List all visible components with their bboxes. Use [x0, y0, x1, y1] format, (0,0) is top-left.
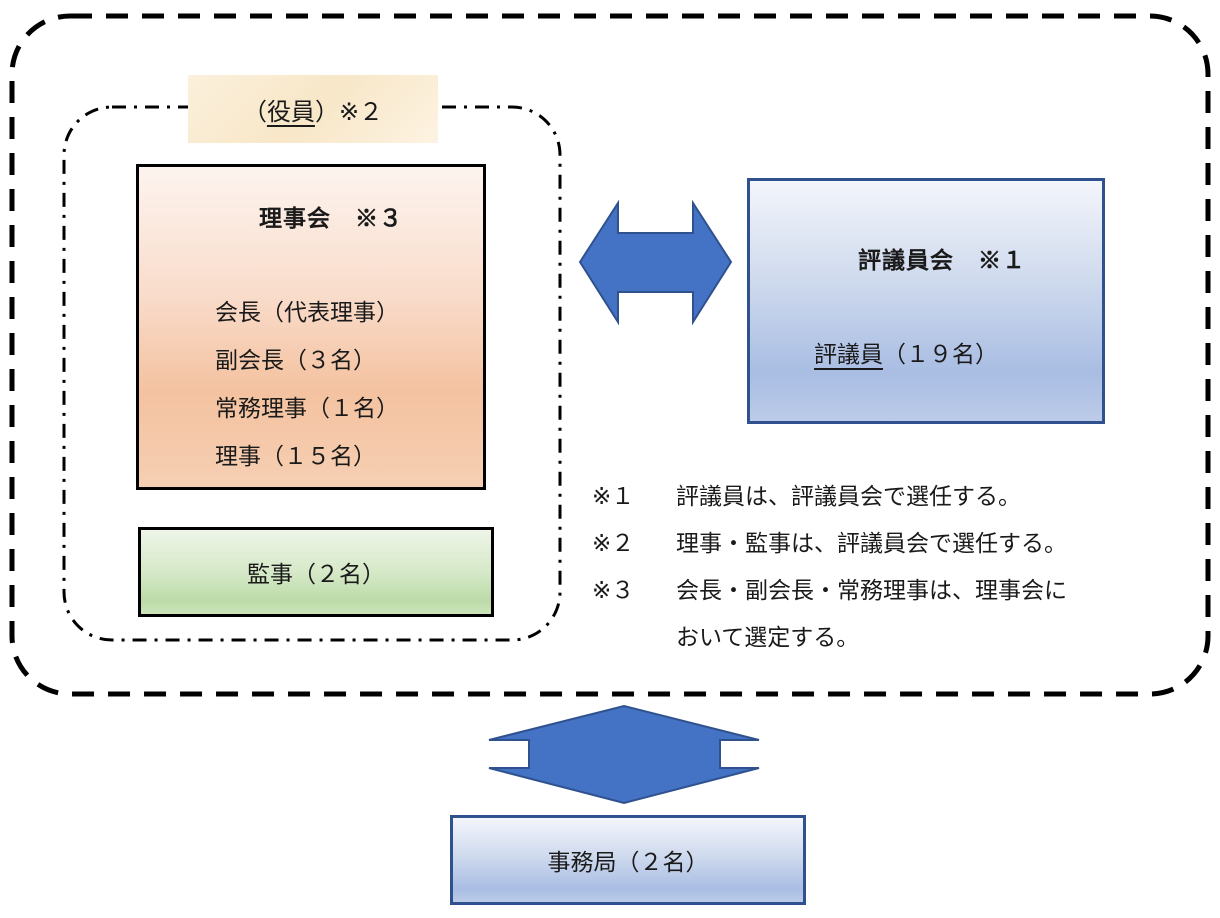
- note-1: ※１ 評議員は、評議員会で選任する。: [592, 474, 1067, 521]
- organization-secretariat-double-arrow: [488, 704, 760, 805]
- secretariat-box: 事務局（２名）: [450, 815, 806, 905]
- officers-label-open: （: [242, 97, 267, 126]
- council-members: 評議員（１９名）: [814, 335, 998, 369]
- officers-label-text: 役員: [266, 97, 315, 126]
- board-council-double-arrow: [578, 199, 733, 326]
- notes-section: ※１ 評議員は、評議員会で選任する。 ※２ 理事・監事は、評議員会で選任する。 …: [592, 474, 1067, 662]
- auditors-label: 監事（２名）: [247, 562, 385, 588]
- officers-group-label: （役員）※２: [188, 75, 438, 143]
- officers-label-ref: ※２: [338, 97, 384, 126]
- officers-label-close: ）: [314, 97, 339, 126]
- board-member-vice-chair: 副会長（３名）: [215, 348, 376, 374]
- board-of-directors-box: 理事会 ※３ 会長（代表理事） 副会長（３名） 常務理事（１名） 理事（１５名）: [136, 164, 486, 490]
- board-member-directors: 理事（１５名）: [215, 444, 376, 470]
- board-members-list: 会長（代表理事） 副会長（３名） 常務理事（１名） 理事（１５名）: [215, 289, 399, 481]
- note-2-text: 理事・監事は、評議員会で選任する。: [676, 531, 1067, 557]
- council-member-label: 評議員: [814, 342, 883, 368]
- council-member-count: （１９名）: [883, 342, 998, 368]
- note-3-text: 会長・副会長・常務理事は、理事会に: [676, 578, 1067, 604]
- note-1-mark: ※１: [592, 484, 635, 510]
- note-2: ※２ 理事・監事は、評議員会で選任する。: [592, 521, 1067, 568]
- board-title: 理事会 ※３: [259, 205, 403, 232]
- note-1-text: 評議員は、評議員会で選任する。: [676, 484, 1021, 510]
- auditors-box: 監事（２名）: [138, 527, 494, 617]
- note-3-continuation: おいて選定する。: [676, 625, 860, 651]
- board-member-chair: 会長（代表理事）: [215, 300, 399, 326]
- council-title: 評議員会 ※１: [858, 247, 1026, 274]
- secretariat-label: 事務局（２名）: [547, 850, 709, 876]
- board-member-executive-director: 常務理事（１名）: [215, 396, 399, 422]
- organization-outer-boundary: [9, 13, 1211, 697]
- note-3-mark: ※３: [592, 578, 635, 604]
- note-3: ※３ 会長・副会長・常務理事は、理事会に: [592, 568, 1067, 615]
- note-2-mark: ※２: [592, 531, 635, 557]
- council-box: 評議員会 ※１ 評議員（１９名）: [747, 178, 1105, 424]
